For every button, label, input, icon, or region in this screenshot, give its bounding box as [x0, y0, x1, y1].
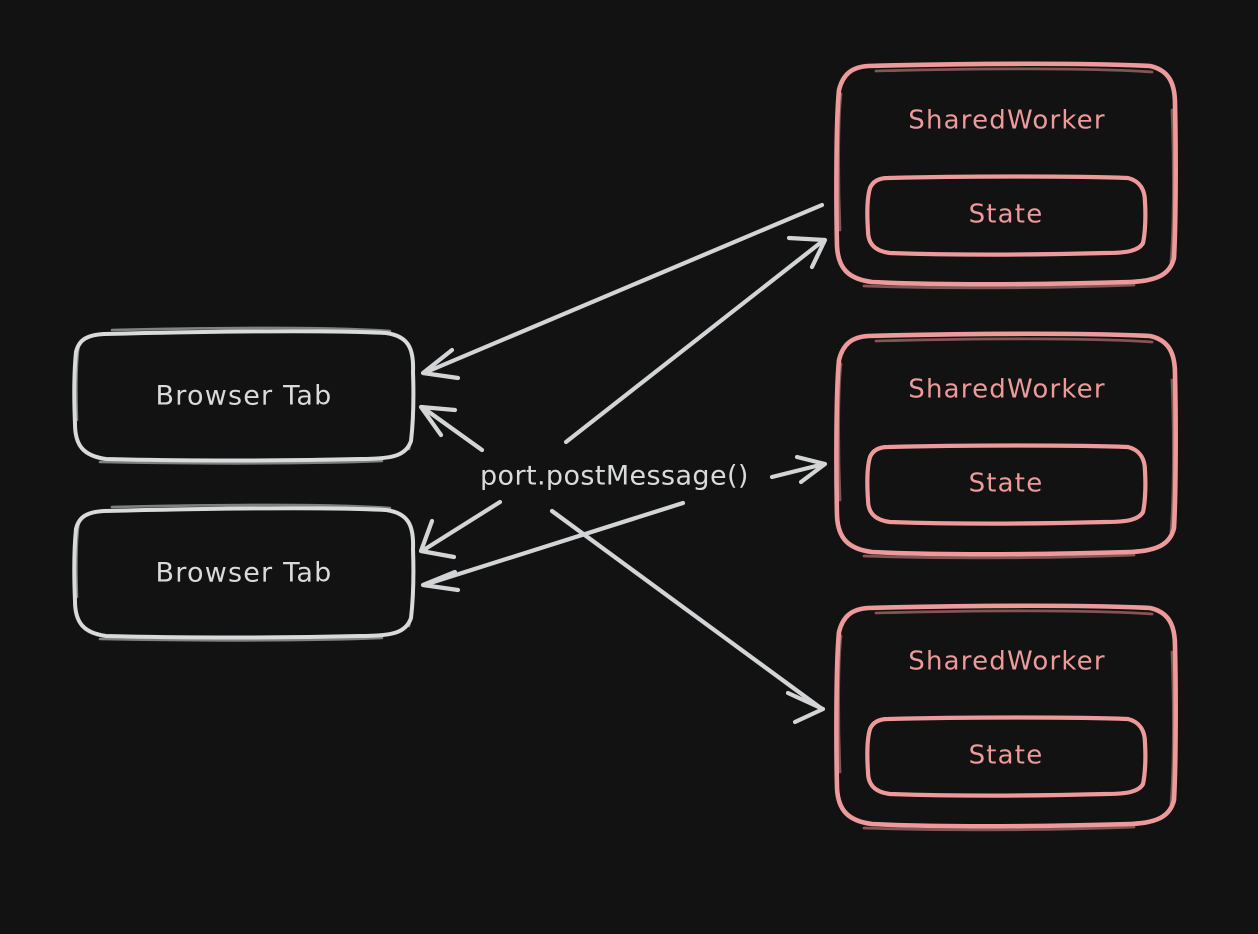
edge-label-to-tab2: [418, 499, 503, 560]
browser-tab-1-box-sketch: [75, 326, 415, 465]
shared-worker-1-state-label: State: [969, 200, 1044, 230]
edge-worker1-to-tab1-arrowhead: [420, 347, 461, 381]
shared-worker-3[interactable]: SharedWorker State: [834, 603, 1178, 832]
shared-worker-3-label: SharedWorker: [908, 647, 1106, 677]
edge-worker3-to-tab2: [420, 500, 686, 593]
browser-tab-1-label: Browser Tab: [156, 381, 333, 412]
browser-tab-2[interactable]: Browser Tab: [72, 503, 416, 642]
edge-label-to-worker2: [769, 454, 828, 485]
shared-worker-2-state-label: State: [969, 469, 1044, 499]
shared-worker-2-box: [834, 331, 1178, 557]
browser-tab-2-box-sketch: [75, 503, 415, 642]
shared-worker-3-box: [834, 603, 1178, 829]
edge-label-to-tab2-arrowhead: [418, 518, 457, 560]
shared-worker-1-box-sketch: [837, 67, 1175, 290]
browser-tab-2-box: [72, 506, 416, 640]
shared-worker-3-state-box: [865, 715, 1148, 798]
shared-worker-2-label: SharedWorker: [908, 375, 1106, 405]
edge-worker3-to-tab2-arrowhead: [420, 569, 461, 593]
edge-label-to-worker2-line: [769, 461, 827, 480]
browser-tab-1-box: [72, 329, 416, 463]
shared-worker-1-box: [834, 61, 1178, 287]
edge-label-to-worker3-line: [549, 508, 825, 712]
shared-worker-2-box-sketch: [837, 337, 1175, 560]
edge-label-to-worker3: [549, 508, 826, 725]
edge-label-to-worker1-line: [563, 237, 827, 445]
shared-worker-3-state-label: State: [969, 741, 1044, 771]
shared-worker-2[interactable]: SharedWorker State: [834, 331, 1178, 560]
edge-worker1-to-tab1-line: [421, 202, 825, 376]
shared-worker-1-label: SharedWorker: [908, 106, 1106, 136]
edge-label-to-tab2-line: [419, 499, 503, 554]
edge-label-to-worker1: [563, 235, 828, 445]
browser-tab-1[interactable]: Browser Tab: [72, 326, 416, 465]
edge-label-to-tab1-line: [419, 404, 485, 453]
edge-worker1-to-tab1: [420, 202, 825, 381]
shared-worker-2-state-box: [865, 443, 1148, 526]
shared-worker-3-box-sketch: [837, 609, 1175, 832]
edge-label-to-worker1-arrowhead: [786, 235, 828, 270]
edge-label-to-tab1-arrowhead: [418, 404, 458, 438]
browser-tab-2-label: Browser Tab: [156, 558, 333, 589]
edge-worker3-to-tab2-line: [421, 500, 686, 588]
edge-label-to-tab1: [418, 404, 485, 453]
edge-label-post-message: port.postMessage(): [480, 461, 749, 492]
shared-worker-1-state-box: [865, 174, 1148, 257]
edge-label-to-worker3-arrowhead: [785, 690, 826, 725]
shared-worker-1[interactable]: SharedWorker State: [834, 61, 1178, 290]
edge-label-to-worker2-arrowhead: [794, 454, 828, 485]
